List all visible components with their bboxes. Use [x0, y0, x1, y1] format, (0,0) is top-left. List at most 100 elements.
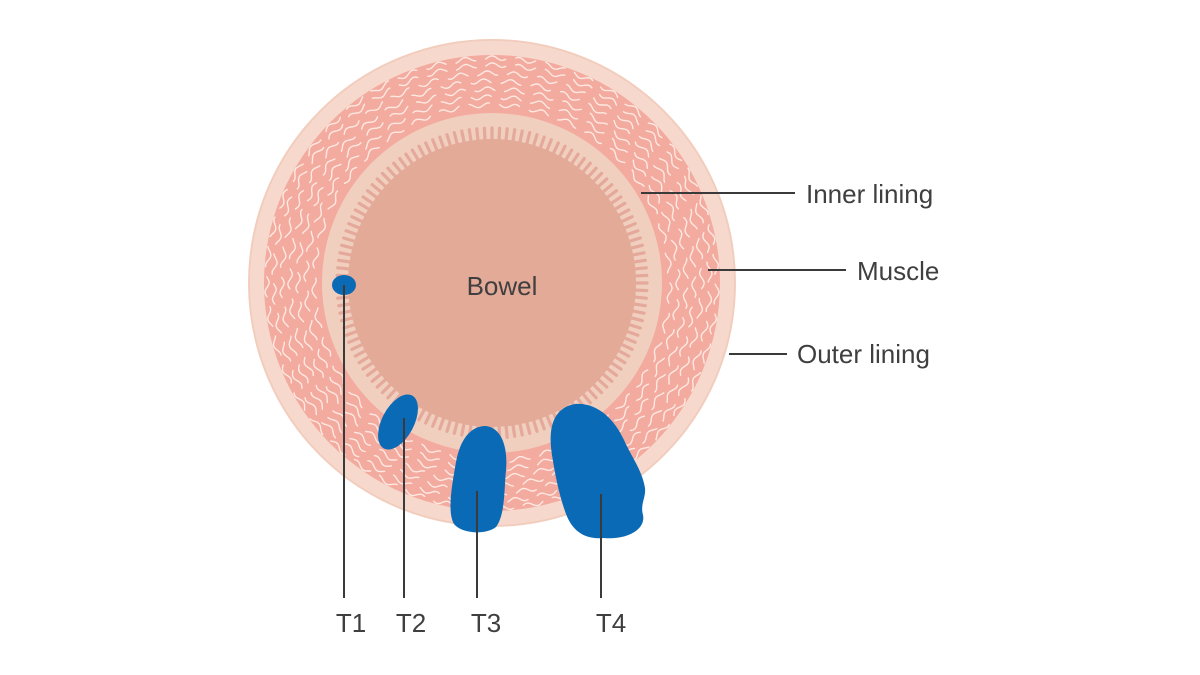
muscle-fiber	[426, 61, 447, 70]
muscle-fiber	[666, 201, 675, 222]
muscle-fiber	[509, 456, 531, 463]
muscle-fiber	[296, 242, 304, 264]
muscle-fiber	[669, 143, 683, 162]
muscle-fiber	[654, 357, 665, 378]
muscle-fiber	[267, 306, 274, 327]
muscle-fiber	[713, 283, 720, 305]
muscle-fiber	[427, 68, 448, 77]
stage-label-t3: T3	[471, 608, 501, 638]
muscle-fiber	[312, 247, 320, 269]
muscle-fiber	[272, 335, 282, 356]
muscle-fiber	[533, 92, 554, 101]
muscle-fiber	[617, 115, 634, 130]
muscle-fiber	[654, 373, 666, 393]
muscle-fiber	[279, 276, 285, 299]
muscle-fiber	[562, 100, 582, 111]
muscle-fiber	[313, 202, 323, 223]
muscle-fiber	[371, 87, 391, 99]
muscle-fiber	[515, 56, 537, 64]
muscle-fiber	[314, 307, 323, 328]
muscle-fiber	[705, 291, 713, 313]
muscle-fiber	[692, 350, 702, 371]
muscle-fiber	[600, 86, 619, 99]
muscle-fiber	[322, 158, 336, 176]
muscle-fiber	[709, 313, 718, 335]
muscle-fiber	[415, 94, 437, 104]
muscle-fiber	[346, 142, 362, 158]
muscle-fiber	[274, 224, 282, 245]
muscle-fibers	[264, 55, 720, 511]
muscle-fiber	[289, 298, 296, 320]
muscle-fiber	[329, 376, 342, 395]
muscle-fiber	[303, 356, 314, 377]
muscle-fiber	[327, 190, 339, 210]
muscle-fiber	[288, 335, 298, 356]
muscle-fiber	[468, 102, 490, 109]
muscle-fiber	[417, 459, 437, 469]
muscle-fiber	[297, 301, 305, 323]
muscle-fiber	[427, 481, 448, 488]
muscle-fiber	[638, 135, 654, 152]
muscle-fiber	[668, 365, 679, 385]
muscle-fiber	[586, 121, 605, 134]
muscle-fiber	[282, 306, 289, 328]
bowel-lumen	[348, 139, 636, 427]
muscle-fiber	[308, 139, 322, 157]
muscle-fiber	[397, 69, 418, 80]
muscle-fiber	[433, 474, 454, 482]
muscle-fiber	[515, 63, 537, 71]
muscle-fiber	[664, 252, 672, 274]
muscle-fiber	[622, 111, 640, 126]
muscle-fiber	[560, 91, 580, 101]
muscle-fiber	[647, 409, 662, 427]
muscle-fiber	[668, 346, 678, 367]
muscle-fiber	[665, 329, 675, 350]
muscle-fiber	[389, 105, 409, 117]
muscle-fiber	[321, 336, 332, 357]
muscle-fiber	[691, 276, 697, 298]
muscle-fiber	[593, 97, 612, 110]
muscle-fiber	[288, 237, 297, 260]
muscle-fiber	[310, 391, 324, 410]
muscle-fiber	[295, 272, 301, 294]
muscle-fiber	[275, 312, 283, 334]
muscle-fiber	[485, 55, 507, 62]
muscle-fiber	[306, 230, 314, 252]
muscle-fiber	[588, 102, 607, 115]
muscle-fiber	[329, 440, 346, 456]
muscle-fiber	[361, 116, 379, 130]
muscle-fiber	[412, 104, 433, 114]
muscle-fiber	[675, 269, 681, 291]
muscle-fiber	[573, 71, 594, 82]
muscle-fiber	[284, 217, 292, 238]
muscle-fiber	[348, 437, 366, 453]
muscle-fiber	[343, 166, 358, 184]
muscle-fiber	[325, 116, 341, 133]
muscle-fiber	[470, 94, 492, 101]
muscle-fiber	[634, 398, 649, 416]
muscle-fiber	[411, 115, 431, 125]
muscle-fiber	[353, 458, 372, 472]
muscle-fiber	[292, 163, 304, 182]
muscle-fiber	[345, 155, 360, 172]
muscle-fiber	[536, 75, 558, 85]
muscle-fiber	[379, 448, 398, 461]
muscle-fiber	[308, 319, 318, 341]
muscle-fiber	[522, 500, 544, 507]
muscle-fiber	[367, 460, 386, 473]
muscle-fiber	[670, 239, 678, 261]
bowel-label: Bowel	[467, 271, 538, 301]
muscle-fiber	[666, 384, 679, 403]
muscle-fiber	[373, 454, 393, 467]
muscle-fiber	[308, 165, 321, 184]
muscle-fiber	[529, 100, 551, 110]
muscle-fiber	[695, 237, 704, 260]
muscle-fiber	[325, 141, 340, 159]
muscle-fiber	[528, 109, 549, 117]
muscle-fiber	[556, 118, 577, 129]
muscle-fiber	[613, 130, 631, 146]
muscle-fiber	[447, 72, 469, 81]
muscle-fiber	[658, 157, 672, 176]
muscle-fiber	[672, 299, 680, 321]
